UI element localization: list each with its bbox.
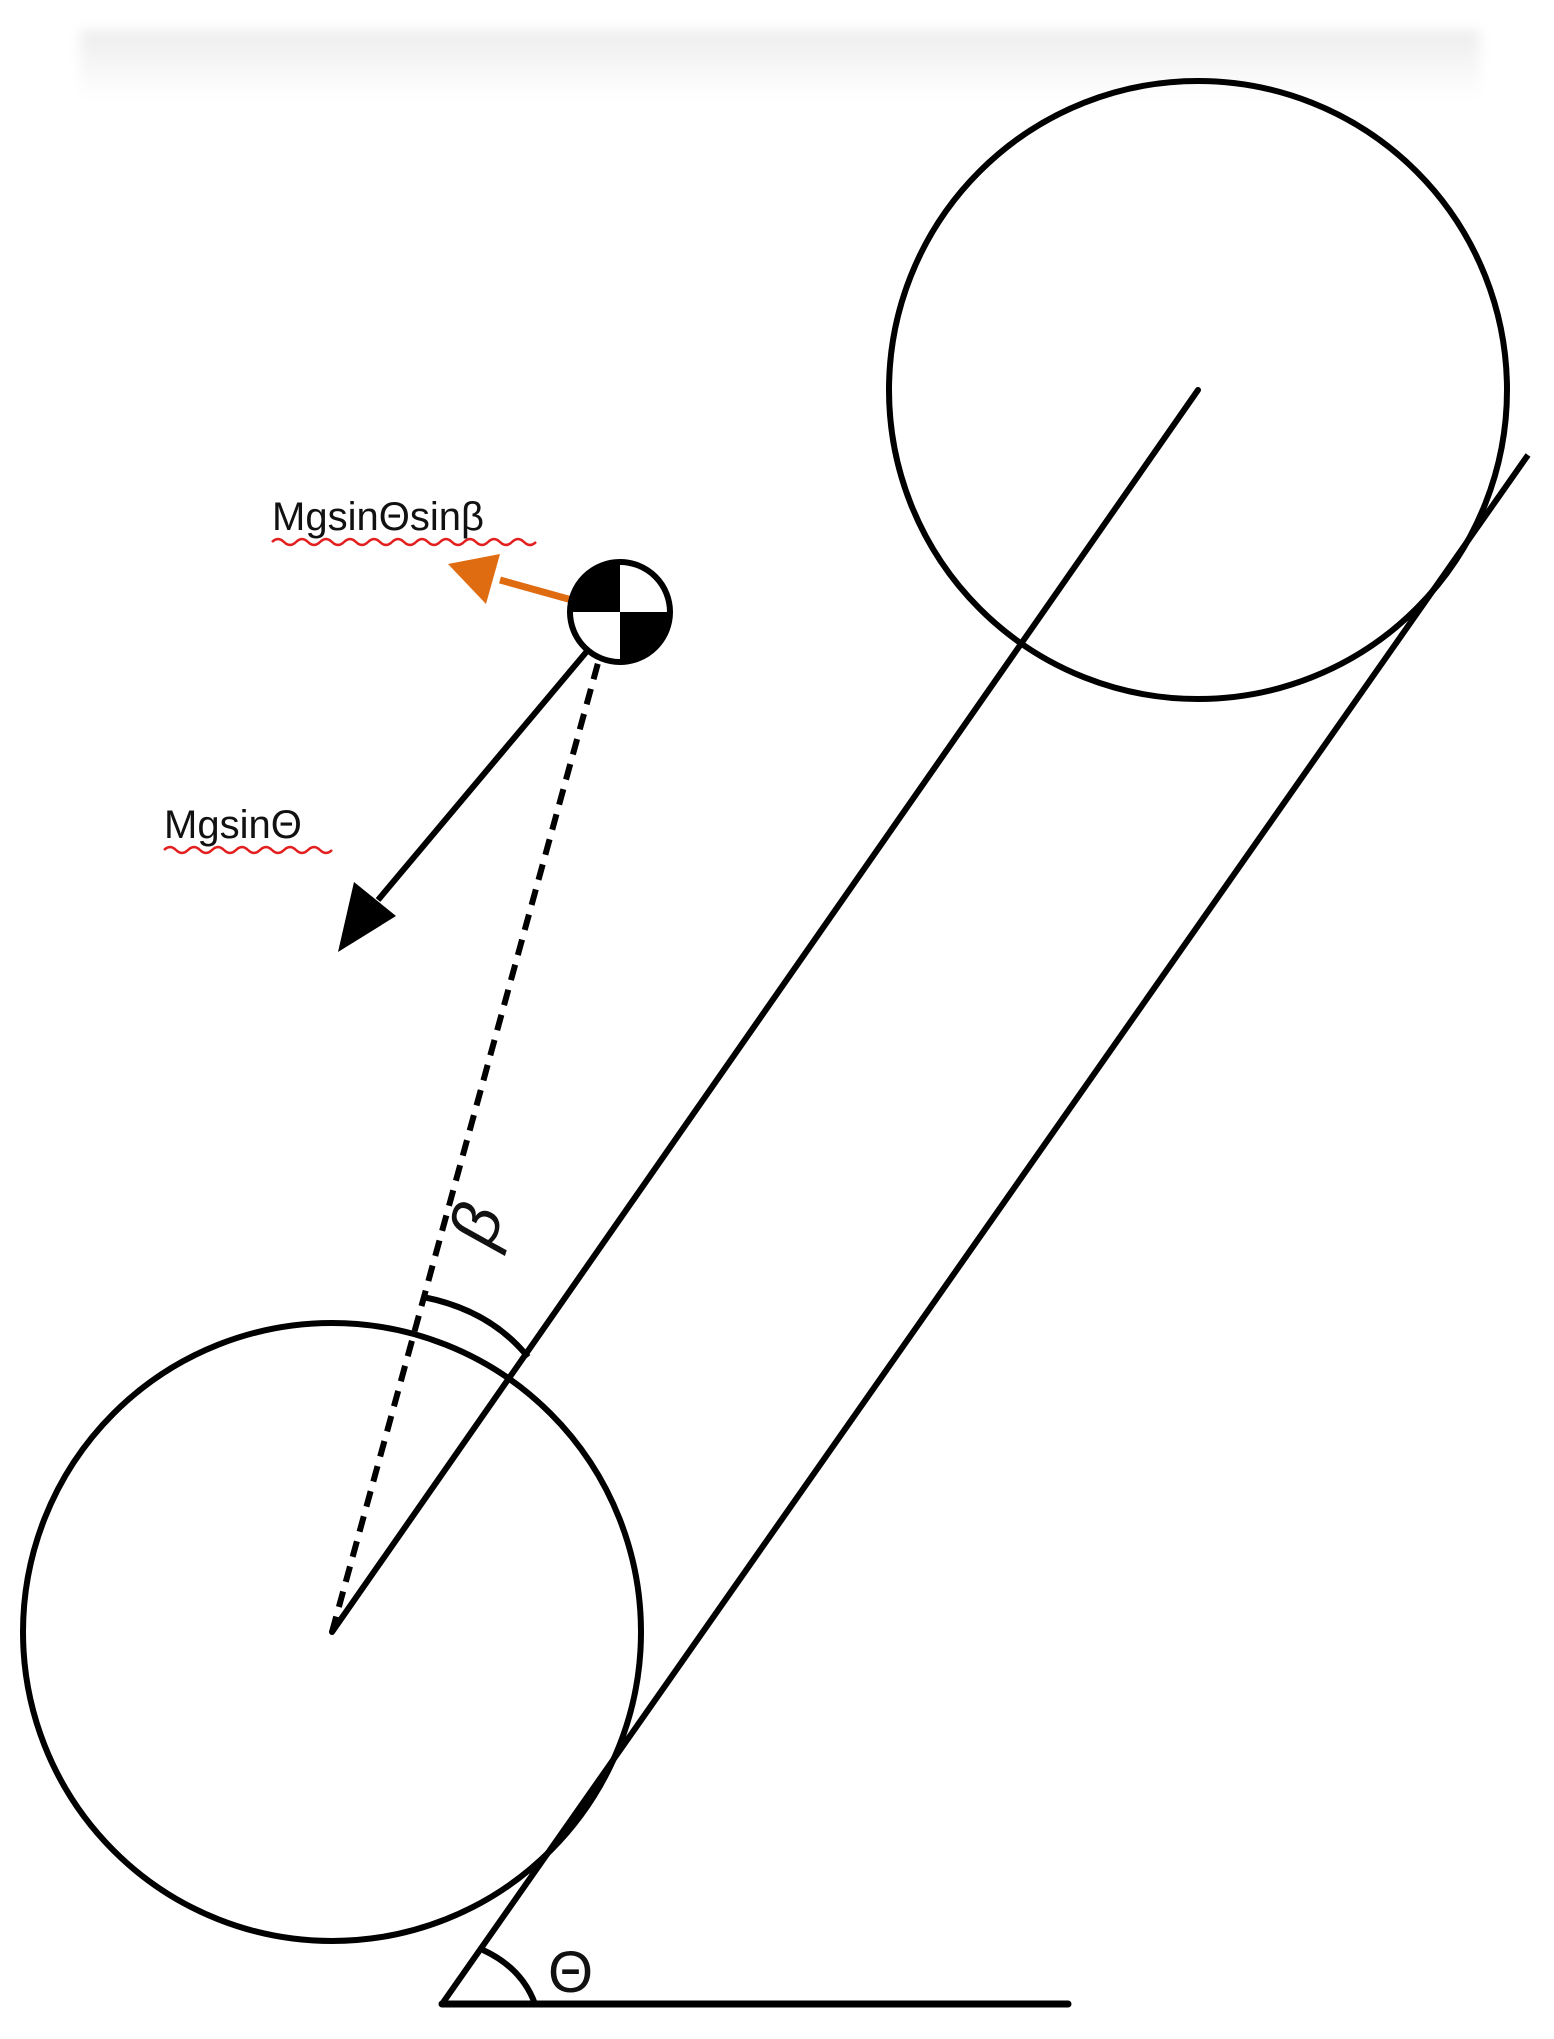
force-arrow-slope-head [338, 882, 396, 952]
beta-angle-arc [422, 1294, 531, 1359]
label-theta: Θ [548, 1940, 593, 2005]
incline-line [439, 453, 1531, 2006]
top-shadow [80, 30, 1480, 100]
front-wheel [886, 78, 1510, 702]
force-arrow-beta-head [448, 554, 500, 604]
label-beta: β [433, 1194, 518, 1256]
theta-angle-arc [481, 1947, 538, 2006]
center-of-mass-icon [567, 559, 673, 665]
spellcheck-underline-beta [271, 537, 537, 547]
label-mgsin-theta-sin-beta: MgsinΘsinβ [272, 495, 484, 539]
rear-wheel [20, 1320, 644, 1944]
label-mgsin-theta: MgsinΘ [164, 803, 302, 847]
spellcheck-underline-theta [163, 845, 333, 855]
dashed-com-line [329, 611, 615, 1633]
frame-line [329, 387, 1201, 1635]
force-arrow-slope [375, 648, 591, 902]
